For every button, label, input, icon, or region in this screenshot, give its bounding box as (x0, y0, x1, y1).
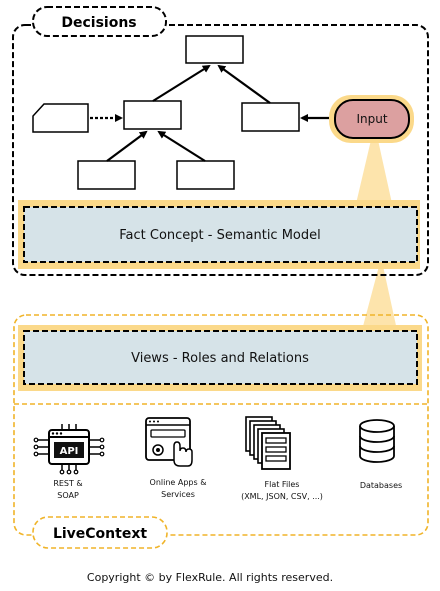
decisions-title-pill (32, 6, 167, 37)
edge-right-to-top (217, 64, 271, 104)
input-beam (355, 140, 393, 208)
input-label: Input (356, 112, 387, 126)
livecontext-container (13, 314, 429, 536)
fact-concept-label: Fact Concept - Semantic Model (119, 228, 321, 243)
edge-bottom-right-to-middle (157, 130, 206, 162)
fact-to-views-beam (362, 266, 397, 330)
decision-node-bottom-right (176, 160, 235, 190)
decision-node-bottom-left (77, 160, 136, 190)
edge-bottom-left-to-middle (106, 130, 148, 162)
edge-middle-to-top (152, 64, 211, 102)
decisions-container (12, 24, 429, 276)
online-apps-label-line1: Online Apps & (150, 478, 207, 487)
api-label-line1: REST & (53, 479, 82, 488)
views-band[interactable] (23, 330, 418, 385)
decisions-title: Decisions (61, 15, 136, 31)
database-icon (359, 419, 395, 463)
flat-files-label-line1: Flat Files (265, 480, 300, 489)
external-input-shape (32, 103, 89, 133)
copyright-text: Copyright © by FlexRule. All rights rese… (87, 571, 333, 584)
livecontext-title-pill (32, 516, 168, 549)
input-node[interactable] (334, 99, 410, 139)
fact-concept-band[interactable] (23, 206, 418, 263)
views-label: Views - Roles and Relations (131, 351, 309, 366)
flat-files-icon (245, 416, 291, 470)
api-icon: API (33, 424, 105, 475)
online-apps-label-line2: Services (161, 490, 195, 499)
livecontext-title: LiveContext (53, 526, 147, 542)
decision-node-top (185, 35, 244, 64)
online-apps-icon (145, 417, 193, 467)
decision-node-right (241, 102, 300, 132)
api-icon-text: API (60, 446, 79, 457)
flat-files-label-line2: (XML, JSON, CSV, ...) (241, 492, 323, 501)
databases-label: Databases (360, 481, 402, 490)
decision-node-middle (123, 100, 182, 130)
api-label-line2: SOAP (57, 491, 79, 500)
